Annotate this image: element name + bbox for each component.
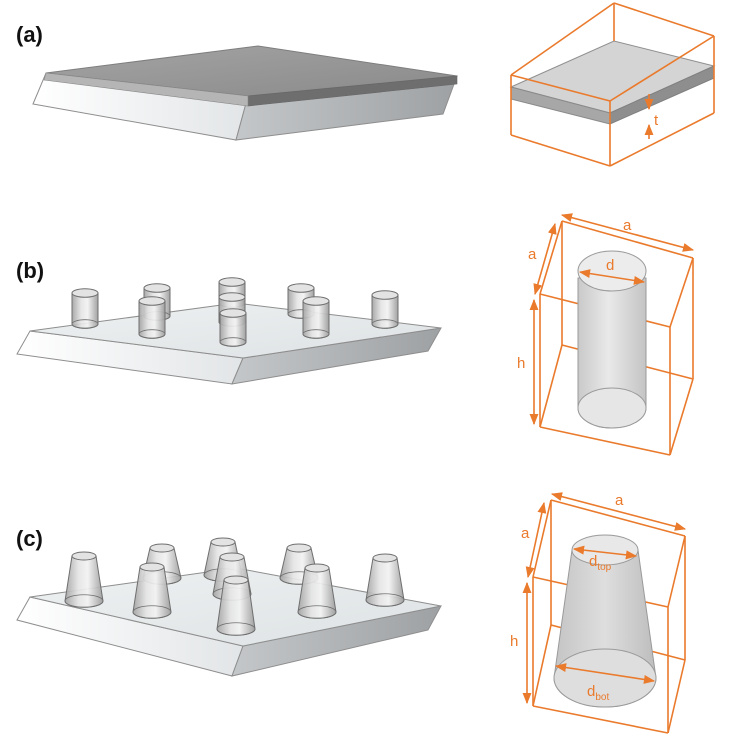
- pillar-body: [219, 312, 247, 347]
- pillar-top: [143, 283, 171, 293]
- pillar-top: [149, 543, 175, 553]
- pillar-top: [210, 537, 236, 547]
- pillar-body: [216, 579, 256, 636]
- pillar-base: [132, 605, 172, 619]
- cylinder-array: [16, 277, 442, 385]
- panel-label-a: (a): [16, 22, 43, 47]
- pillar-base: [297, 605, 337, 619]
- slab-a-film-edge-left: [43, 72, 249, 107]
- pillar-body: [138, 300, 166, 339]
- unit-cell-edge: [609, 112, 715, 167]
- pillar: [132, 562, 172, 619]
- cylinder-pillars-b: [71, 277, 399, 347]
- pillar-base: [71, 319, 99, 329]
- pillar-top: [286, 543, 312, 553]
- panel-label-b: (b): [16, 258, 44, 283]
- unit-cell-edge: [667, 659, 686, 734]
- unit-cell-edge: [532, 624, 552, 707]
- pillar: [138, 296, 166, 339]
- pillar-top: [218, 277, 246, 287]
- unit-cell-edge: [510, 74, 611, 102]
- unit-cell-edge: [669, 378, 694, 456]
- pillar-base: [219, 337, 247, 347]
- pillar-top: [219, 552, 245, 562]
- period-label-top-b: a: [623, 217, 632, 234]
- pillar: [297, 563, 337, 619]
- unit-cell-edge: [667, 535, 686, 608]
- unit-cell-c: [522, 492, 687, 734]
- unit-cell-edge: [609, 35, 715, 102]
- unit-cell-edge: [510, 2, 615, 76]
- pillar-body: [365, 557, 405, 607]
- pillar: [365, 553, 405, 607]
- period-arrow-side: [533, 222, 557, 296]
- big-cylinder-bottom: [577, 387, 647, 429]
- diameter-arrow: [578, 269, 646, 285]
- thin-film-slab: [32, 45, 458, 141]
- top-diameter-label-c: dtop: [589, 553, 612, 573]
- period-arrow-side: [525, 501, 547, 579]
- pillar-top: [304, 563, 330, 573]
- pillar-base: [371, 319, 399, 329]
- unit-cell-edge: [539, 344, 563, 428]
- period-label-top-c: a: [615, 492, 624, 509]
- cone-pillars-c: [64, 537, 405, 636]
- pillar: [302, 296, 330, 339]
- pillar-base: [138, 329, 166, 339]
- unit-cell-edge: [613, 2, 715, 37]
- pillar-base: [302, 329, 330, 339]
- pillar-top: [71, 288, 99, 298]
- bottom-diameter-label-c: dbot: [587, 683, 609, 703]
- panel-label-c: (c): [16, 526, 43, 551]
- period-arrow-top: [550, 492, 687, 531]
- period-arrow-top: [560, 213, 695, 252]
- pillar-body: [132, 566, 172, 619]
- pillar: [71, 288, 99, 329]
- top-diameter-arrow: [572, 545, 638, 560]
- top-diameter-subscript: top: [597, 562, 611, 573]
- unit-cell-edge: [539, 426, 671, 456]
- pillar-body: [297, 567, 337, 619]
- pillar-body: [71, 292, 99, 329]
- pillar: [64, 551, 104, 608]
- top-diameter-symbol: d: [589, 553, 597, 570]
- pillar-base: [365, 593, 405, 607]
- height-label-c: h: [510, 633, 518, 650]
- pillar-base: [64, 594, 104, 608]
- bottom-diameter-symbol: d: [587, 683, 595, 700]
- pillar-top: [302, 296, 330, 306]
- pillar-top: [219, 308, 247, 318]
- diameter-label-b: d: [606, 257, 614, 274]
- bottom-diameter-subscript: bot: [595, 692, 609, 703]
- period-label-side-b: a: [528, 246, 537, 263]
- pillar-top: [71, 551, 97, 561]
- thickness-label: t: [654, 112, 659, 129]
- pillar-top: [223, 575, 249, 585]
- pillar-body: [371, 294, 399, 329]
- pillar: [371, 290, 399, 329]
- pillar: [216, 575, 256, 636]
- pillar-body: [302, 300, 330, 339]
- height-label-b: h: [517, 355, 525, 372]
- unit-cell-edge: [539, 220, 563, 295]
- unit-cell-edge: [532, 705, 669, 734]
- cone-array: [16, 537, 442, 677]
- unit-cell-edge: [669, 257, 694, 328]
- pillar-top: [287, 283, 315, 293]
- pillar-base: [216, 622, 256, 636]
- pillar-top: [138, 296, 166, 306]
- unit-cell-edge: [510, 134, 611, 167]
- pillar-body: [64, 555, 104, 608]
- pillar-top: [139, 562, 165, 572]
- pillar-top: [218, 292, 246, 302]
- period-label-side-c: a: [521, 525, 530, 542]
- bottom-diameter-arrow: [554, 663, 656, 684]
- pillar-top: [371, 290, 399, 300]
- pillar-top: [372, 553, 398, 563]
- unit-cell-b: [529, 213, 695, 456]
- unit-cell-a: [509, 2, 716, 167]
- pillar: [219, 308, 247, 347]
